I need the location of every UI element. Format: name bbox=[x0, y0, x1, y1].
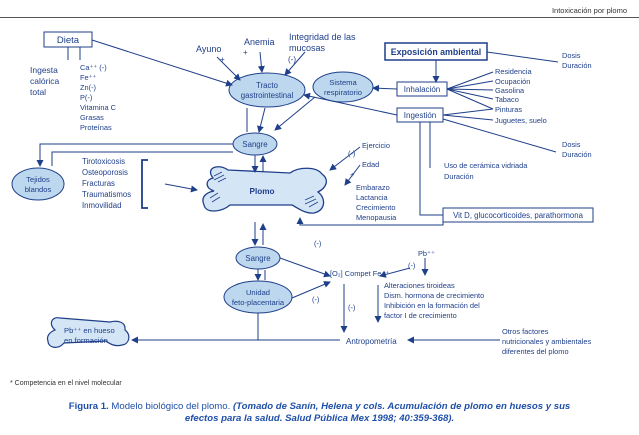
duracion-2: Duración bbox=[562, 150, 592, 159]
integridad-line-2: mucosas bbox=[289, 43, 326, 53]
footnote: * Competencia en el nivel molecular bbox=[10, 380, 122, 387]
sangre2-label: Sangre bbox=[245, 254, 270, 263]
juguetes-label: Juguetes, suelo bbox=[495, 116, 547, 125]
bone-shape bbox=[202, 166, 328, 214]
otros-line-1: Otros factores bbox=[502, 327, 549, 336]
nutriente-5: Grasas bbox=[80, 113, 104, 122]
unidad-minus: (-) bbox=[312, 295, 319, 304]
ceramica-line-2: Duración bbox=[444, 172, 474, 181]
exposicion-label: Exposición ambiental bbox=[391, 47, 481, 57]
tracto-node bbox=[228, 72, 306, 108]
ayuno-label: Ayuno bbox=[196, 44, 221, 54]
ceramica-line-1: Uso de cerámica vidriada bbox=[444, 161, 528, 170]
integridad-minus: (-) bbox=[288, 55, 296, 64]
inhal-item-1: Ocupación bbox=[495, 77, 530, 86]
nutriente-1: Fe⁺⁺ bbox=[80, 73, 97, 82]
tejidos-item-1: Osteoporosis bbox=[82, 168, 128, 177]
pb-hueso-line-1: Pb⁺⁺ en hueso bbox=[64, 326, 115, 335]
connectors bbox=[36, 39, 559, 344]
sistema-node bbox=[312, 71, 374, 103]
nutriente-3: P(-) bbox=[80, 93, 92, 102]
unidad-line-2: feto-placentaria bbox=[232, 298, 285, 307]
tejidos-item-2: Fracturas bbox=[82, 179, 115, 188]
unidad-node bbox=[223, 280, 293, 314]
edad-plus: + bbox=[350, 170, 354, 179]
ejercicio-label: Ejercicio bbox=[362, 141, 390, 150]
caption-source-2: efectos para la salud. Salud Pública Mex… bbox=[184, 413, 455, 424]
sistema-line-2: respiratorio bbox=[324, 88, 362, 97]
otros-line-2: nutricionales y ambientales bbox=[502, 337, 591, 346]
nutriente-4: Vitamina C bbox=[80, 103, 117, 112]
dosis-1: Dosis bbox=[562, 51, 581, 60]
unidad-line-1: Unidad bbox=[246, 288, 270, 297]
sistema-line-1: Sistema bbox=[329, 78, 357, 87]
nutriente-0: Ca⁺⁺ (-) bbox=[80, 63, 107, 72]
edad-item-2: Crecimiento bbox=[356, 203, 395, 212]
pb-label: Pb⁺⁺ bbox=[418, 249, 435, 258]
anemia-label: Anemia bbox=[244, 37, 275, 47]
antropometria-label: Antropometría bbox=[346, 337, 397, 346]
edad-item-3: Menopausia bbox=[356, 213, 397, 222]
inhal-item-3: Tabaco bbox=[495, 95, 519, 104]
nutriente-2: Zn(-) bbox=[80, 83, 96, 92]
sangre2-minus: (-) bbox=[314, 239, 321, 248]
tejidos-item-3: Traumatismos bbox=[82, 190, 131, 199]
inhal-item-0: Residencia bbox=[495, 67, 532, 76]
tejidos-item-0: Tirotoxicosis bbox=[82, 157, 125, 166]
pb-minus: (-) bbox=[408, 261, 415, 270]
running-header: Intoxicación por plomo bbox=[551, 6, 627, 15]
inhalacion-label: Inhalación bbox=[404, 85, 440, 94]
small-bone-shape bbox=[46, 317, 130, 348]
tejidos-line-1: Tejidos bbox=[26, 175, 50, 184]
edad-item-0: Embarazo bbox=[356, 183, 390, 192]
inhal-item-4: Pinturas bbox=[495, 105, 522, 114]
dieta-label: Dieta bbox=[57, 35, 80, 46]
figure-caption: Figura 1. Modelo biológico del plomo. (T… bbox=[0, 401, 639, 425]
nutriente-6: Proteínas bbox=[80, 123, 112, 132]
caption-source-1: (Tomado de Sanín, Helena y cols. Acumula… bbox=[232, 401, 571, 412]
plomo-label: Plomo bbox=[249, 187, 274, 196]
ingesta-line-3: total bbox=[30, 87, 46, 97]
vitd-label: Vit D, glucocorticoides, parathormona bbox=[453, 211, 584, 220]
sangre-label: Sangre bbox=[242, 140, 267, 149]
tejidos-line-2: blandos bbox=[25, 185, 52, 194]
dosis-2: Dosis bbox=[562, 140, 581, 149]
tejidos-item-4: Inmovilidad bbox=[82, 201, 121, 210]
tracto-line-2: gastrointestinal bbox=[241, 91, 294, 100]
duracion-1: Duración bbox=[562, 61, 592, 70]
inhal-item-2: Gasolina bbox=[495, 86, 525, 95]
tejidos-node bbox=[11, 167, 65, 201]
alteracion-2: Inhibición en la formación del bbox=[384, 301, 480, 310]
ejercicio-minus: (-) bbox=[348, 149, 355, 158]
ingesta-line-1: Ingesta bbox=[30, 65, 58, 75]
alteracion-3: factor I de crecimiento bbox=[384, 311, 457, 320]
alteracion-1: Dism. hormona de crecimiento bbox=[384, 291, 484, 300]
lead-model-diagram: Dieta Ingesta calórica total Ca⁺⁺ (-) Fe… bbox=[11, 31, 594, 356]
edad-item-1: Lactancia bbox=[356, 193, 389, 202]
tracto-line-1: Tracto bbox=[256, 81, 278, 90]
anemia-plus: + bbox=[243, 48, 248, 57]
header-rule bbox=[0, 17, 639, 18]
pb-hueso-line-2: en formación bbox=[64, 336, 108, 345]
antropometria-minus: (-) bbox=[348, 303, 355, 312]
ayuno-plus: + bbox=[220, 55, 225, 64]
o2-label: [O₂] Compet Fe⁺⁺ bbox=[330, 269, 389, 278]
bone-hatching bbox=[209, 171, 319, 208]
edad-label: Edad bbox=[362, 160, 379, 169]
ingestion-label: Ingestión bbox=[404, 111, 436, 120]
integridad-line-1: Integridad de las bbox=[289, 32, 356, 42]
alteracion-0: Alteraciones tiroideas bbox=[384, 281, 455, 290]
caption-text: Modelo biológico del plomo. bbox=[111, 401, 231, 412]
otros-line-3: diferentes del plomo bbox=[502, 347, 569, 356]
caption-label: Figura 1. bbox=[68, 401, 109, 412]
ingesta-line-2: calórica bbox=[30, 76, 60, 86]
